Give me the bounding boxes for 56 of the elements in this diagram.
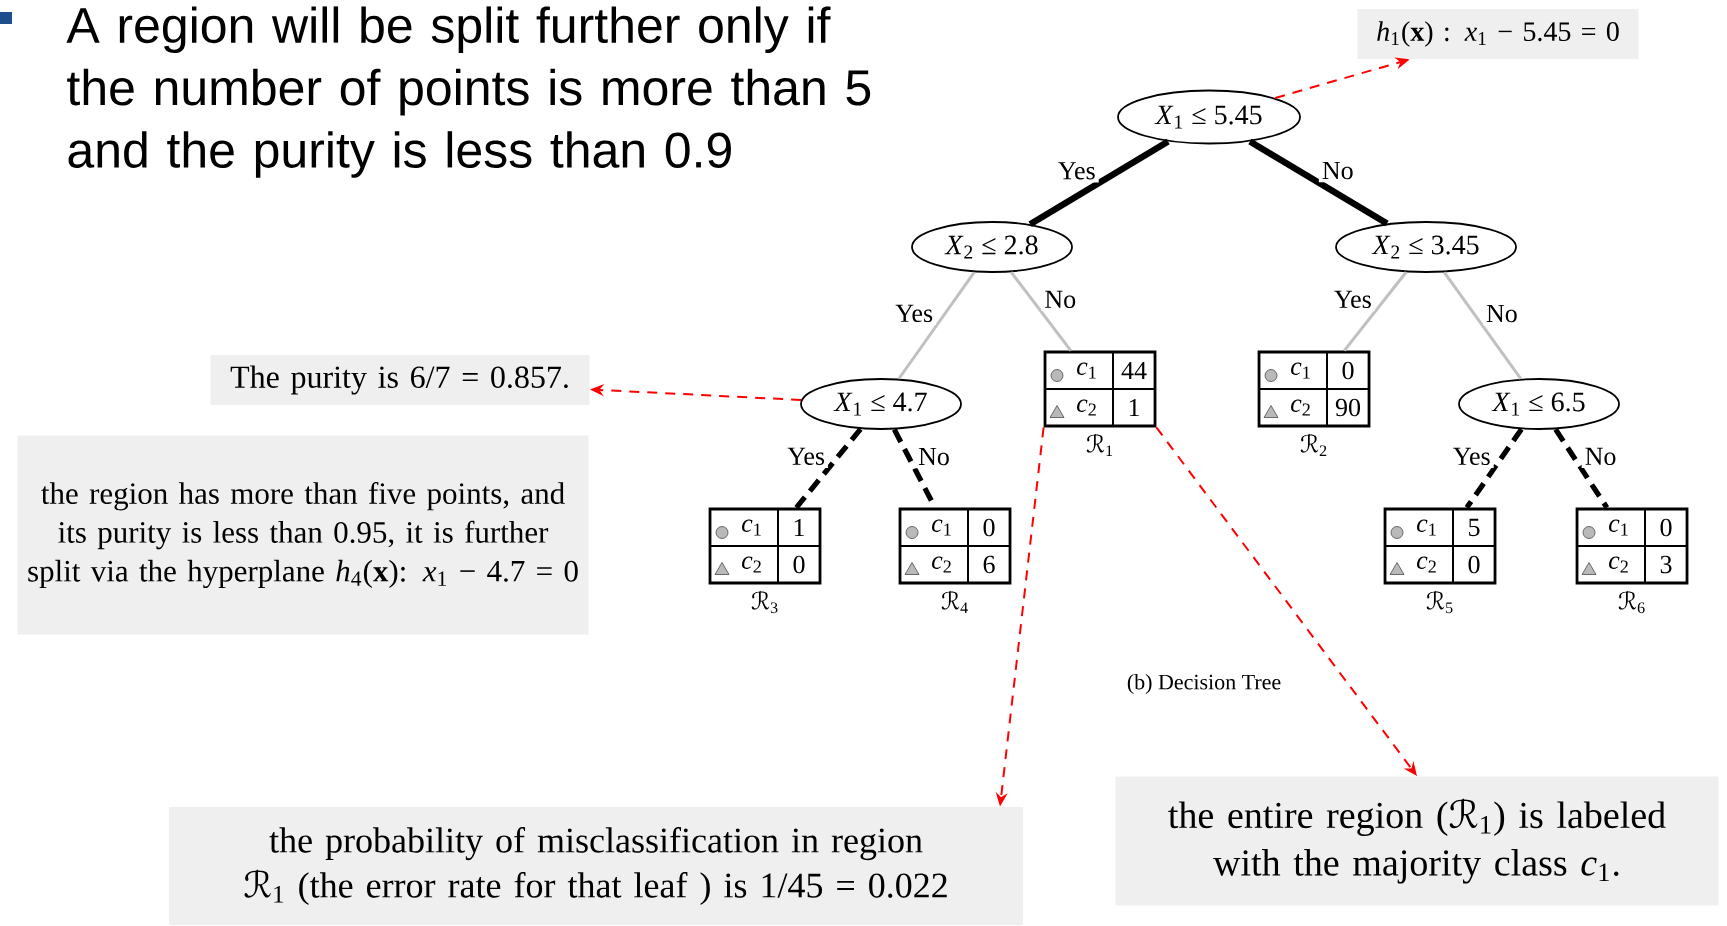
- table-cell: 1: [777, 508, 821, 547]
- callout-box: the probability of misclassification in region ℛ$_{1}$ (the error rate for that leaf ) is 1/45 = 0.022: [169, 807, 1023, 925]
- table-cell: c$_{1}$: [1258, 351, 1328, 390]
- table-cell: 44: [1112, 351, 1156, 390]
- table-cell: c$_{1}$: [1384, 508, 1454, 547]
- table-cell: 5: [1452, 508, 1496, 547]
- edge-label: Yes: [1330, 287, 1375, 312]
- note-text: A region will be split further only if the number of points is more than 5 and the purity is less than 0.9: [66, 6, 871, 178]
- table-cell: 1: [1112, 388, 1156, 427]
- branch-line: [794, 427, 863, 510]
- edge-label: No: [1041, 287, 1080, 311]
- table-cell: c$_{2}$: [1384, 545, 1454, 584]
- callout-box: the region has more than five points, and its purity is less than 0.95, it is further split via the hyperplane h$_{4}$(x): x$_{1}$ − 4.7 = 0: [17, 435, 589, 635]
- table-cell: 6: [967, 545, 1011, 584]
- table-cell: c$_{2}$: [709, 545, 779, 584]
- table-cell: 0: [1452, 545, 1496, 584]
- branch-line: [1009, 271, 1072, 352]
- region-label: ℛ$_{1}$: [1086, 433, 1113, 456]
- branch-line: [1028, 138, 1170, 227]
- table-cell: 3: [1644, 545, 1688, 584]
- edge-label: No: [1482, 301, 1521, 326]
- callout-box: h$_{1}$(x) : x$_{1}$ − 5.45 = 0: [1357, 9, 1639, 59]
- table-cell: 90: [1326, 388, 1370, 427]
- region-label: ℛ$_{6}$: [1618, 590, 1645, 614]
- edge-label: Yes: [784, 444, 829, 468]
- region-label: ℛ$_{5}$: [1426, 590, 1453, 614]
- table-cell: 0: [1326, 351, 1370, 390]
- callout-box: the entire region (ℛ$_{1}$) is labeled with the majority class c$_{1}$.: [1115, 776, 1719, 906]
- edge-label: No: [1318, 158, 1357, 183]
- table-cell: c$_{1}$: [709, 508, 779, 547]
- edge-label: No: [1581, 444, 1620, 469]
- table-cell: c$_{1}$: [1576, 508, 1646, 547]
- branch-line: [897, 271, 976, 380]
- edge-label: Yes: [1449, 444, 1494, 469]
- edge-label: Yes: [1054, 159, 1099, 183]
- table-cell: c$_{1}$: [1044, 351, 1114, 390]
- table-cell: c$_{2}$: [1576, 545, 1646, 584]
- table-cell: c$_{2}$: [1258, 388, 1328, 427]
- region-label: ℛ$_{2}$: [1300, 433, 1327, 456]
- branch-line: [1248, 138, 1389, 227]
- branch-line: [1464, 427, 1524, 510]
- table-cell: 0: [967, 508, 1011, 547]
- edge-label: Yes: [892, 301, 937, 326]
- branch-line: [1343, 271, 1408, 352]
- table-cell: 0: [777, 545, 821, 584]
- caption: (b) Decision Tree: [1127, 674, 1281, 694]
- table-cell: c$_{2}$: [899, 545, 969, 584]
- table-cell: c$_{2}$: [1044, 388, 1114, 427]
- edge-label: No: [915, 444, 953, 469]
- branch-line: [1443, 271, 1523, 380]
- region-label: ℛ$_{4}$: [941, 590, 968, 613]
- table-cell: 0: [1644, 508, 1688, 547]
- table-cell: c$_{1}$: [899, 508, 969, 547]
- callout-box: The purity is 6/7 = 0.857.: [210, 355, 590, 405]
- region-label: ℛ$_{3}$: [751, 590, 778, 614]
- branch-line: [1553, 427, 1610, 510]
